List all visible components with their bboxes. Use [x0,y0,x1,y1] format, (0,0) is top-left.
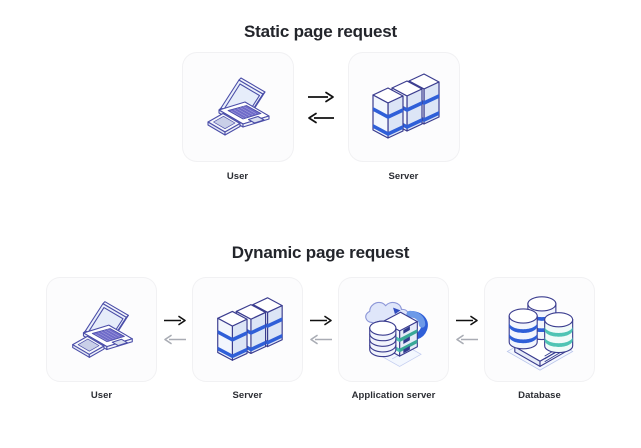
node-label-server-dynamic: Server [232,390,263,401]
connector-user-server-dynamic [156,278,193,381]
node-label-user-dynamic: User [90,390,113,401]
laptop-phone-icon [195,64,281,150]
server-rack-icon [362,65,446,149]
arrow-left-icon [455,334,479,345]
server-rack-icon [207,289,289,371]
card-database[interactable] [485,278,594,381]
arrow-left-icon [309,334,333,345]
arrow-right-icon [307,91,335,103]
connector-server-appserver [302,278,339,381]
arrow-right-icon [455,315,479,326]
connector-user-server-static [293,53,349,161]
dynamic-row: User [0,278,641,401]
card-application-server[interactable] [339,278,448,381]
node-database[interactable]: Database [485,278,594,401]
application-server-icon [352,288,436,372]
card-server-static[interactable] [348,53,459,161]
node-server-dynamic[interactable]: Server [193,278,302,401]
node-label-database: Database [518,390,561,401]
node-label-user-static: User [226,171,249,182]
connector-appserver-database [448,278,485,381]
node-label-server-static: Server [388,171,419,182]
card-server-dynamic[interactable] [193,278,302,381]
arrow-right-icon [309,315,333,326]
node-user-dynamic[interactable]: User [47,278,156,401]
card-user-dynamic[interactable] [47,278,156,381]
static-row: User [0,53,641,182]
section-title-static: Static page request [243,22,398,41]
node-label-application-server: Application server [351,390,436,401]
section-title-dynamic: Dynamic page request [231,243,410,262]
laptop-phone-icon [60,288,144,372]
section-dynamic-page-request: Dynamic page request [0,221,641,401]
node-user-static[interactable]: User [182,53,293,182]
card-user-static[interactable] [182,53,293,161]
arrow-left-icon [307,112,335,124]
arrow-right-icon [163,315,187,326]
node-server-static[interactable]: Server [348,53,459,182]
section-static-page-request: Static page request [0,0,641,182]
arrow-left-icon [163,334,187,345]
database-icon [498,288,582,372]
node-application-server[interactable]: Application server [339,278,448,401]
